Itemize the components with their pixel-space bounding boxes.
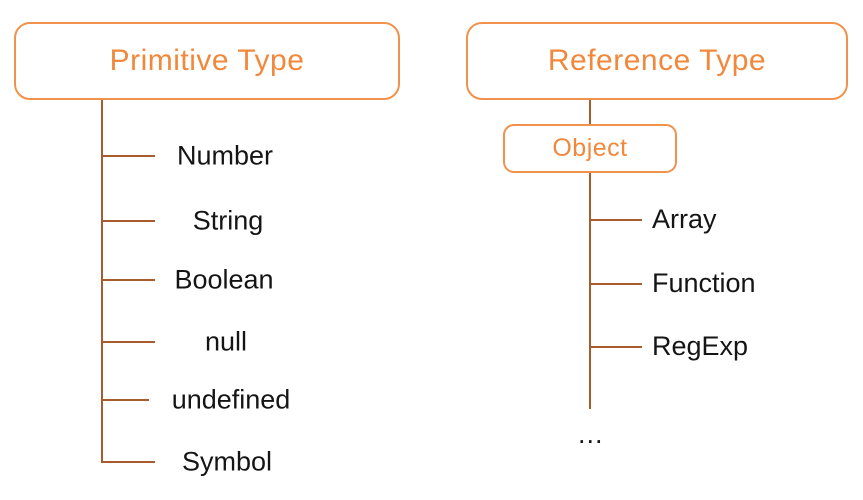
leaf-label-array: Array: [652, 204, 717, 234]
leaf-label-string: String: [192, 205, 264, 236]
leaf-label-function: Function: [652, 268, 756, 298]
branch-line-null: [103, 341, 155, 343]
branch-line-array: [591, 219, 642, 221]
branch-line-regexp: [591, 346, 642, 348]
branch-line-number: [103, 155, 155, 157]
leaf-label-regexp: RegExp: [652, 331, 749, 361]
reference-type-box: Reference Type: [466, 22, 848, 100]
object-box: Object: [503, 124, 677, 173]
leaf-label-number: Number: [176, 140, 274, 171]
leaf-label-undefined: undefined: [171, 384, 291, 415]
reference-type-label: Reference Type: [547, 44, 767, 77]
leaf-label-symbol: Symbol: [181, 446, 273, 477]
leaf-label-ellipsis: ...: [578, 419, 604, 449]
branch-line-symbol: [103, 461, 155, 463]
branch-line-function: [591, 283, 642, 285]
primitive-trunk-line: [101, 99, 103, 463]
branch-line-boolean: [103, 279, 155, 281]
leaf-label-boolean: Boolean: [174, 264, 274, 295]
leaf-label-null: null: [204, 326, 248, 357]
branch-line-undefined: [103, 399, 149, 401]
reference-trunk-line: [589, 99, 591, 409]
object-label: Object: [552, 134, 628, 162]
primitive-type-box: Primitive Type: [14, 22, 400, 100]
primitive-type-label: Primitive Type: [109, 44, 305, 77]
branch-line-string: [103, 220, 155, 222]
